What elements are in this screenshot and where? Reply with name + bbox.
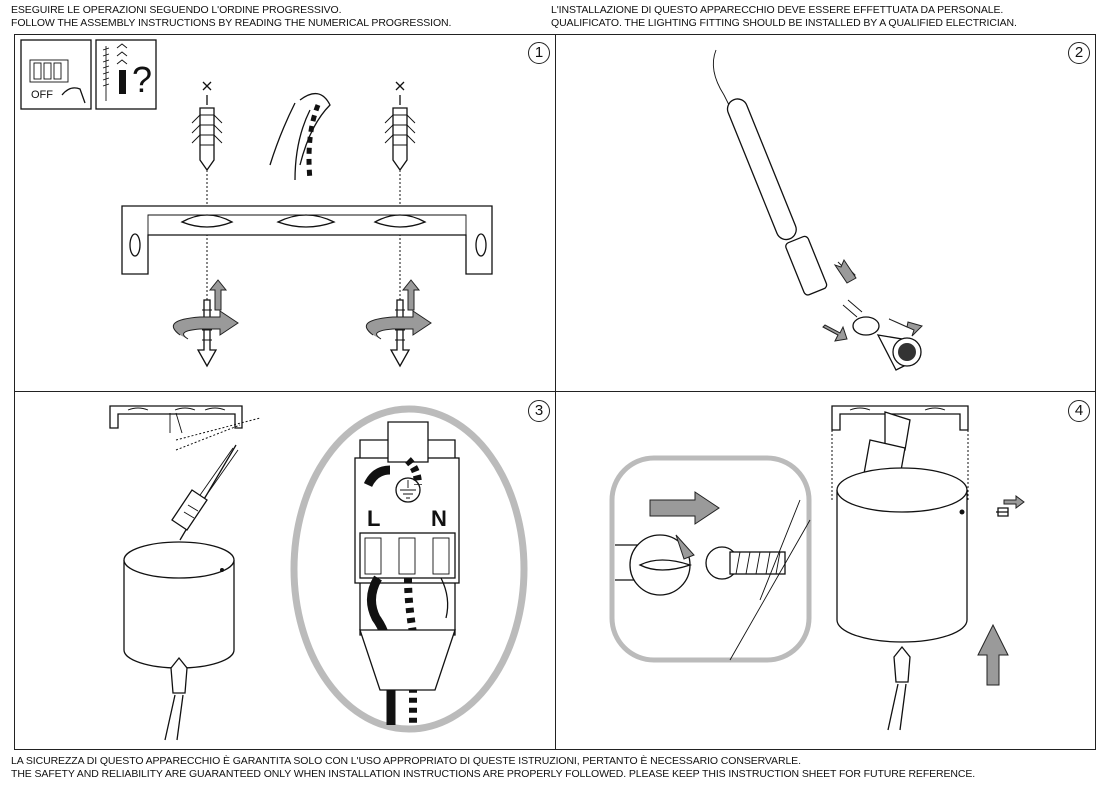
header-right: L'INSTALLAZIONE DI QUESTO APPARECCHIO DE… — [551, 4, 1017, 29]
footer-notice: LA SICUREZZA DI QUESTO APPARECCHIO È GAR… — [11, 755, 975, 780]
header-left: ESEGUIRE LE OPERAZIONI SEGUENDO L'ORDINE… — [11, 4, 451, 29]
footer-line1: LA SICUREZZA DI QUESTO APPARECCHIO È GAR… — [11, 755, 801, 767]
step-2-number: 2 — [1068, 42, 1090, 64]
header-right-line2: QUALIFICATO. THE LIGHTING FITTING SHOULD… — [551, 16, 1017, 29]
header-left-line2: FOLLOW THE ASSEMBLY INSTRUCTIONS BY READ… — [11, 16, 452, 29]
step-3-number: 3 — [528, 400, 550, 422]
panel-divider-horizontal — [14, 391, 1096, 393]
header-left-line1: ESEGUIRE LE OPERAZIONI SEGUENDO L'ORDINE… — [11, 4, 342, 16]
step-4-number: 4 — [1068, 400, 1090, 422]
step-1-number: 1 — [528, 42, 550, 64]
header-right-line1: L'INSTALLAZIONE DI QUESTO APPARECCHIO DE… — [551, 4, 1004, 16]
footer-line2: THE SAFETY AND RELIABILITY ARE GUARANTEE… — [11, 767, 976, 780]
